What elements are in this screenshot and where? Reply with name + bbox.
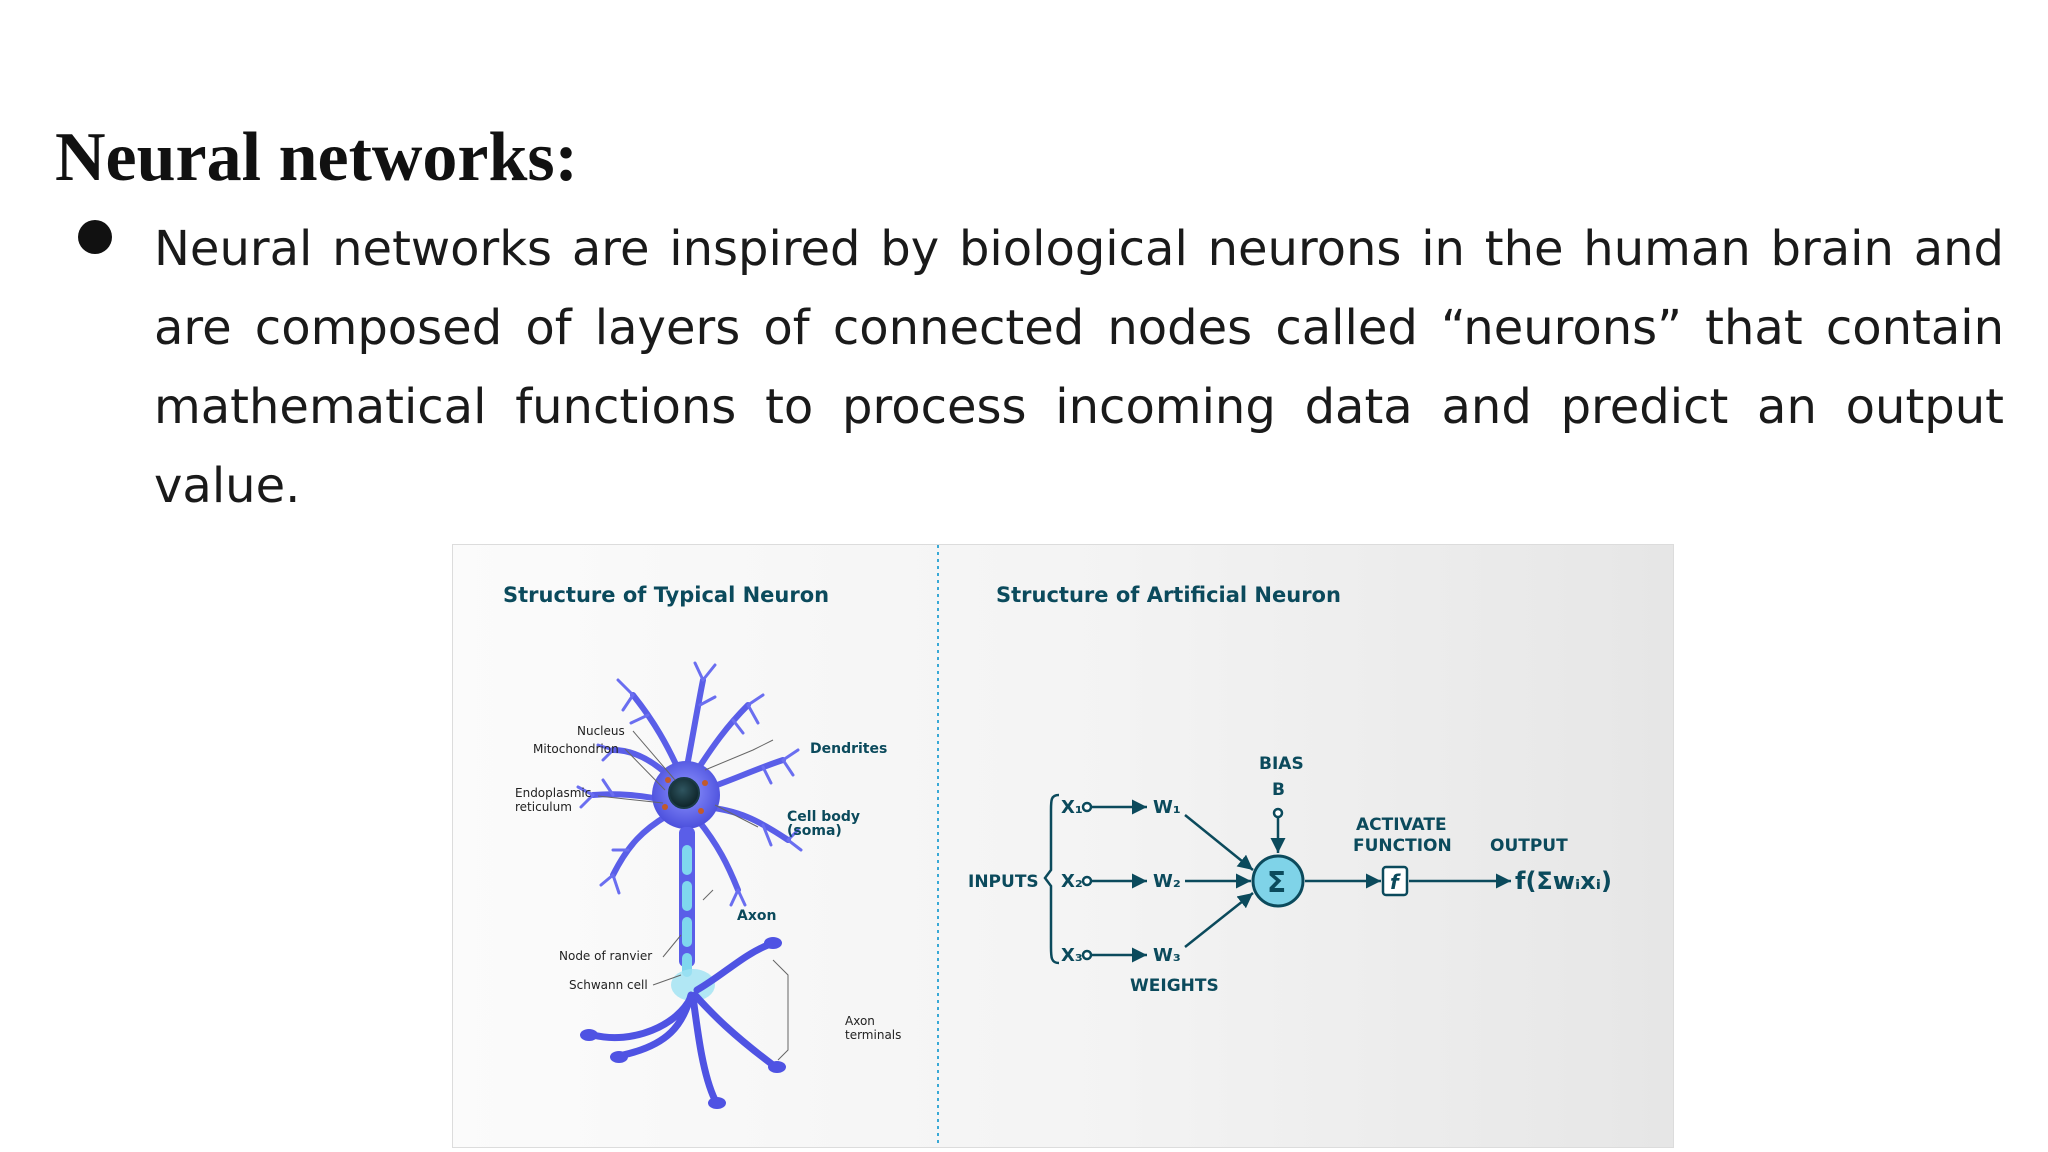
label-bias: BIAS [1259, 754, 1304, 774]
label-cell-body-line1: Cell body [787, 809, 860, 825]
label-activate-line2: FUNCTION [1353, 836, 1452, 856]
neuron-comparison-figure: Structure of Typical Neuron [452, 544, 1674, 1148]
label-schwann-cell: Schwann cell [569, 978, 648, 992]
figure-svg: Structure of Typical Neuron [503, 545, 1612, 1147]
label-dendrites: Dendrites [810, 741, 887, 757]
label-x3: X₃ [1061, 945, 1083, 966]
label-w2: W₂ [1153, 871, 1181, 892]
label-er-line2: reticulum [515, 800, 572, 814]
label-w1: W₁ [1153, 797, 1181, 818]
label-cell-body-line2: (soma) [787, 823, 842, 839]
label-er-line1: Endoplasmic [515, 786, 591, 800]
label-inputs: INPUTS [968, 872, 1039, 892]
label-nucleus: Nucleus [577, 724, 625, 738]
typical-neuron-heading: Structure of Typical Neuron [503, 583, 829, 607]
bullet-text: Neural networks are inspired by biologic… [154, 221, 2004, 514]
sigma-symbol: Σ [1267, 866, 1286, 899]
label-axon-terminals-line1: Axon [845, 1014, 875, 1028]
label-axon: Axon [737, 908, 776, 924]
label-output: OUTPUT [1490, 836, 1568, 856]
slide-title: Neural networks: [55, 119, 578, 196]
label-mitochondrion: Mitochondrion [533, 742, 619, 756]
artificial-neuron-diagram [1043, 793, 1511, 965]
label-activate-line1: ACTIVATE [1356, 815, 1447, 835]
label-axon-terminals-line2: terminals [845, 1028, 901, 1042]
label-weights: WEIGHTS [1130, 976, 1219, 996]
label-w3: W₃ [1153, 945, 1181, 966]
bullet-point-icon [78, 220, 112, 254]
biological-neuron-illustration [576, 661, 803, 1109]
activation-f-symbol: f [1390, 870, 1401, 894]
label-b: B [1272, 780, 1285, 800]
label-node-of-ranvier: Node of ranvier [559, 949, 652, 963]
label-x1: X₁ [1061, 797, 1083, 818]
label-x2: X₂ [1061, 871, 1083, 892]
artificial-neuron-heading: Structure of Artificial Neuron [996, 583, 1341, 607]
output-formula: f(Σwᵢxᵢ) [1515, 867, 1612, 895]
